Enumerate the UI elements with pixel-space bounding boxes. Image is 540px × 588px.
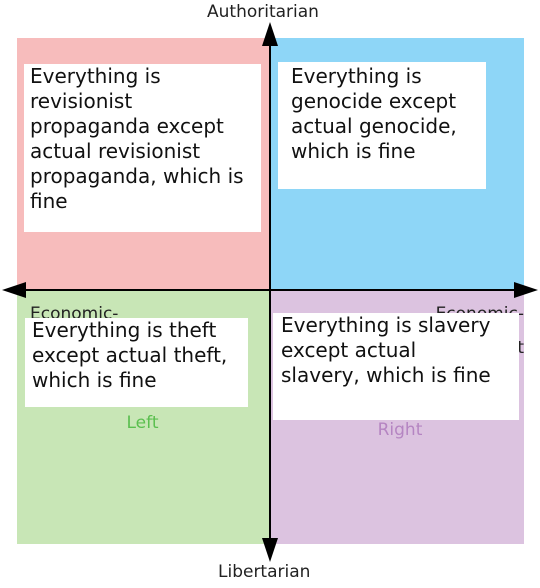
arrow-right-icon <box>514 282 538 298</box>
libertarian-right-label: Right <box>377 420 423 440</box>
text-box-libertarian-left: Everything is theft except actual theft,… <box>25 318 248 407</box>
text-box-authoritarian-left: Everything is revisionist propaganda exc… <box>24 64 261 232</box>
text-box-authoritarian-right: Everything is genocide except actual gen… <box>278 62 486 189</box>
arrow-up-icon <box>262 22 278 46</box>
arrow-down-icon <box>262 538 278 562</box>
axis-label-libertarian: Libertarian <box>218 562 311 582</box>
arrow-left-icon <box>2 282 26 298</box>
text-box-libertarian-right: Everything is slavery except actual slav… <box>273 313 519 420</box>
axis-label-authoritarian: Authoritarian <box>207 2 319 22</box>
